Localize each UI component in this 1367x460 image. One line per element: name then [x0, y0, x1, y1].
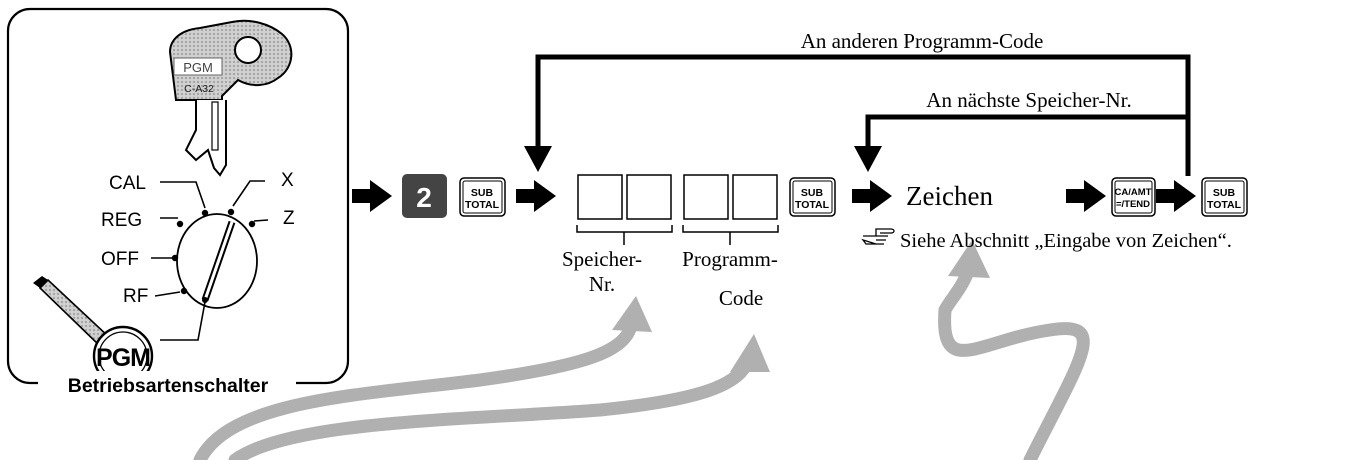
- loop-lines: [535, 54, 1191, 176]
- svg-text:SUB: SUB: [1213, 187, 1236, 199]
- number-key-2[interactable]: 2: [402, 174, 447, 218]
- position-cal: CAL: [109, 173, 146, 194]
- svg-text:TOTAL: TOTAL: [795, 199, 830, 211]
- subtotal-key[interactable]: SUB TOTAL: [789, 177, 836, 217]
- program-code-boxes[interactable]: [683, 174, 778, 220]
- position-x: X: [281, 170, 294, 191]
- input-brackets: [576, 225, 779, 245]
- svg-text:SUB: SUB: [471, 187, 494, 199]
- arrow-icon: [352, 180, 392, 212]
- position-z: Z: [283, 208, 295, 229]
- position-dots: [171, 208, 256, 295]
- outer-loop-label: An anderen Programm-Code: [801, 29, 1044, 53]
- memory-number-label-line2: Nr.: [589, 272, 615, 296]
- ca-amt-tend-key[interactable]: CA/AMT =/TEND: [1111, 177, 1156, 217]
- position-rf: RF: [123, 286, 148, 307]
- memory-number-boxes[interactable]: [577, 174, 672, 220]
- memory-number-label-line1: Speicher-: [562, 247, 642, 271]
- characters-label: Zeichen: [906, 181, 993, 211]
- subtotal-key[interactable]: SUB TOTAL: [459, 177, 506, 217]
- svg-text:TOTAL: TOTAL: [465, 199, 500, 211]
- note-text: Siehe Abschnitt „Eingabe von Zeichen“.: [900, 230, 1232, 252]
- arrow-to-memory-number: [193, 313, 639, 460]
- pgm-key-icon: [168, 19, 293, 177]
- svg-text:=/TEND: =/TEND: [1116, 199, 1150, 210]
- gray-arrowheads: [612, 240, 990, 372]
- arrow-icon: [516, 180, 556, 212]
- subtotal-key[interactable]: SUB TOTAL: [1201, 177, 1248, 217]
- arrow-icon: [1066, 180, 1106, 212]
- position-off: OFF: [101, 249, 139, 270]
- svg-text:CA/AMT: CA/AMT: [1115, 187, 1152, 198]
- gray-curved-arrows: [193, 258, 1090, 460]
- pointing-hand-icon: [861, 228, 895, 245]
- arrow-icon: [1156, 180, 1196, 212]
- arrow-to-program-code: [228, 353, 755, 460]
- program-code-label-line1: Programm-: [682, 247, 778, 271]
- pgm-label: PGM: [96, 344, 150, 372]
- arrow-icon: [852, 180, 892, 212]
- flow-arrows: [352, 180, 1196, 212]
- mode-switch-caption: Betriebsartenschalter: [68, 375, 269, 397]
- mode-switch-panel: PGM C-A32 CAL REG OFF RF X: [6, 7, 350, 397]
- position-reg: REG: [101, 210, 142, 231]
- program-code-label-line2: Code: [719, 286, 763, 310]
- loop-arrowheads: [524, 146, 882, 172]
- svg-text:TOTAL: TOTAL: [1207, 199, 1242, 211]
- inner-loop-label: An nächste Speicher-Nr.: [926, 88, 1131, 112]
- key-model: C-A32: [184, 83, 214, 95]
- arrow-to-characters: [938, 258, 1090, 460]
- svg-text:2: 2: [416, 182, 432, 213]
- key-label: PGM: [183, 60, 213, 75]
- position-leaders: [151, 180, 269, 341]
- svg-text:SUB: SUB: [801, 187, 824, 199]
- inner-loop-line: [865, 114, 1188, 150]
